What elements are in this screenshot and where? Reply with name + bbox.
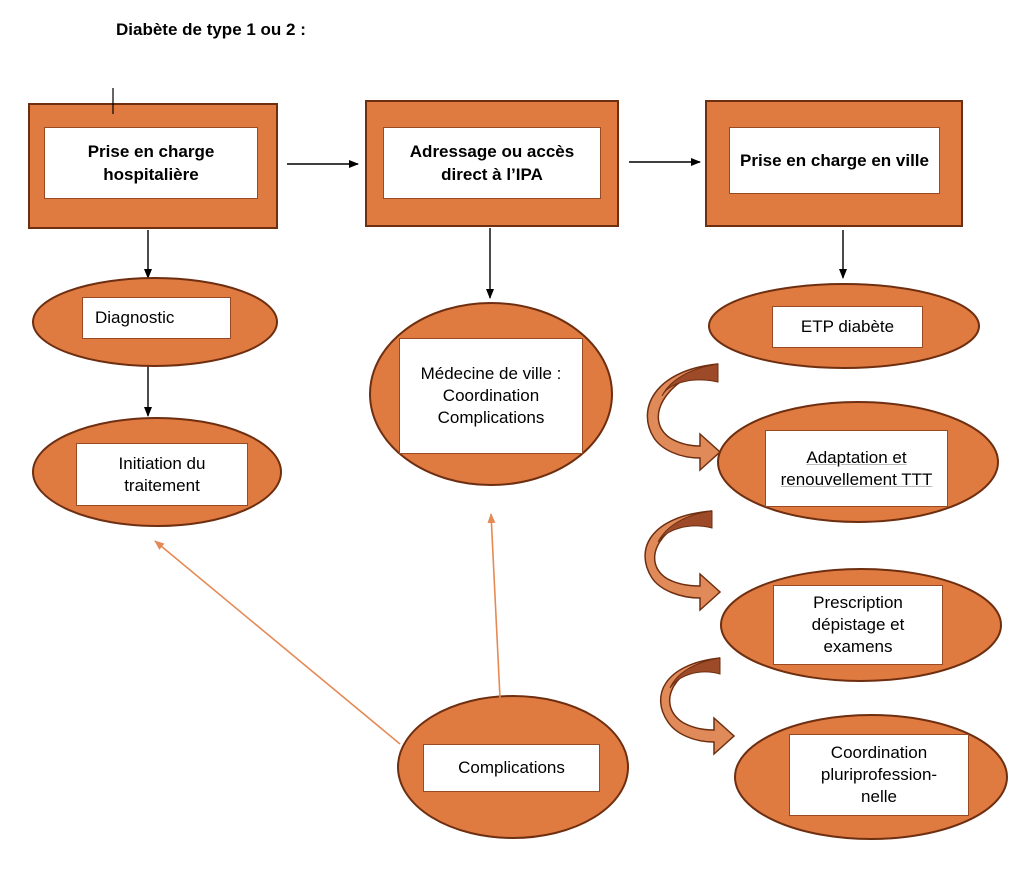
curved-arrow-3 — [659, 657, 736, 756]
arrow-complications-medecine — [487, 513, 501, 699]
node-adaptation: Adaptation et renouvellement TTT — [765, 430, 948, 507]
node-coordination: Coordination pluriprofession-nelle — [789, 734, 969, 816]
node-complications: Complications — [423, 744, 600, 792]
node-initiation: Initiation du traitement — [76, 443, 248, 506]
node-etp: ETP diabète — [772, 306, 923, 348]
node-prescription: Prescription dépistage et examens — [773, 585, 943, 665]
node-ville: Prise en charge en ville — [729, 127, 940, 194]
curved-arrow-1 — [646, 363, 722, 472]
node-hospital: Prise en charge hospitalière — [44, 127, 258, 199]
arrow-complications-initiation — [154, 540, 401, 745]
node-diagnostic: Diagnostic — [82, 297, 231, 339]
curved-arrow-2 — [644, 510, 722, 612]
node-ipa: Adressage ou accès direct à l’IPA — [383, 127, 601, 199]
diagram-title: Diabète de type 1 ou 2 : — [116, 20, 306, 39]
node-medecine: Médecine de ville : Coordination Complic… — [399, 338, 583, 454]
